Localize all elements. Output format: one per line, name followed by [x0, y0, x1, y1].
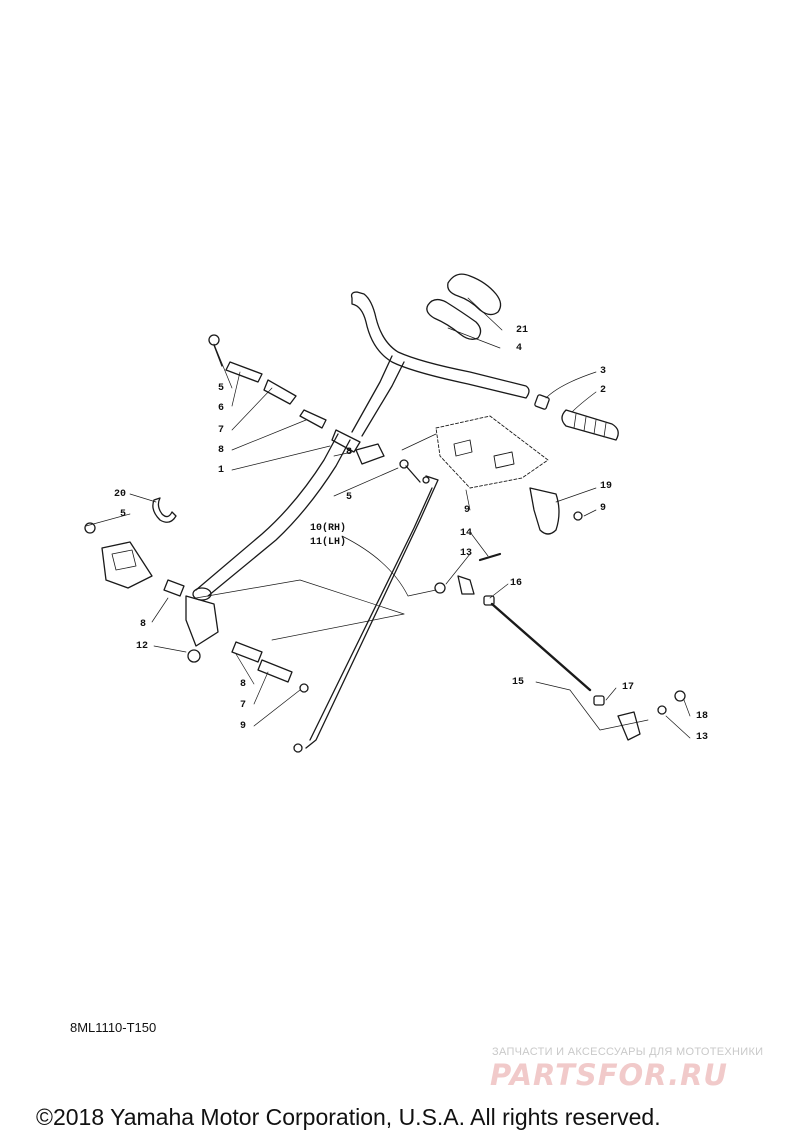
drawing-code: 8ML1110-T150: [70, 1020, 157, 1035]
callout-16: 16: [510, 578, 523, 589]
callout-20: 20: [114, 489, 127, 500]
callout-13-upper: 13: [460, 548, 473, 559]
callout-7-lower: 7: [240, 700, 247, 711]
clamp-20: [152, 497, 177, 523]
grip-4: [426, 298, 482, 340]
callout-19: 19: [600, 481, 613, 492]
callout-14: 14: [460, 528, 473, 539]
watermark-tagline: ЗАПЧАСТИ И АКСЕССУАРЫ ДЛЯ МОТОТЕХНИКИ: [492, 1046, 764, 1058]
callout-5-center: 5: [346, 492, 353, 503]
callout-11-lh: 11(LH): [310, 537, 347, 548]
callout-21: 21: [516, 325, 529, 336]
upper-clamp-group: [208, 334, 361, 453]
handlebar-part: [350, 291, 530, 437]
callout-5-upper: 5: [218, 383, 225, 394]
callout-8-center: 8: [346, 447, 353, 458]
callout-4: 4: [516, 343, 523, 354]
grip-21: [447, 273, 502, 316]
lower-bracket: [84, 522, 153, 589]
callout-17: 17: [622, 682, 635, 693]
callout-15: 15: [512, 677, 525, 688]
callout-18: 18: [696, 711, 709, 722]
callout-6: 6: [218, 403, 225, 414]
callout-12: 12: [136, 641, 149, 652]
callout-13-lower: 13: [696, 732, 709, 743]
copyright-notice: ©2018 Yamaha Motor Corporation, U.S.A. A…: [36, 1104, 661, 1130]
watermark-logo: PARTSFOR.RU: [490, 1058, 728, 1092]
lower-clamp-group: [231, 641, 309, 693]
callout-10-rh: 10(RH): [310, 523, 347, 534]
lower-post-plate: [163, 579, 219, 663]
upper-mount-plate: [435, 415, 549, 489]
callout-7-upper: 7: [218, 425, 225, 436]
callout-1: 1: [218, 465, 225, 476]
leader-lines: [85, 297, 691, 739]
callout-2: 2: [600, 385, 607, 396]
spacer-3: [534, 394, 550, 410]
callout-9-bracket: 9: [600, 503, 607, 514]
callout-8-lower-left: 8: [140, 619, 147, 630]
callout-3: 3: [600, 366, 607, 377]
grip-2: [561, 409, 619, 441]
callout-9-lower: 9: [240, 721, 247, 732]
callout-8-upper: 8: [218, 445, 225, 456]
center-bracket: [355, 443, 421, 483]
callout-5-lower: 5: [120, 509, 127, 520]
callout-9-plate: 9: [464, 505, 471, 516]
steering-post: [192, 433, 351, 601]
steering-link: [434, 552, 686, 741]
bracket-19: [529, 487, 583, 535]
tie-rod: [293, 475, 439, 753]
callout-8-lower: 8: [240, 679, 247, 690]
